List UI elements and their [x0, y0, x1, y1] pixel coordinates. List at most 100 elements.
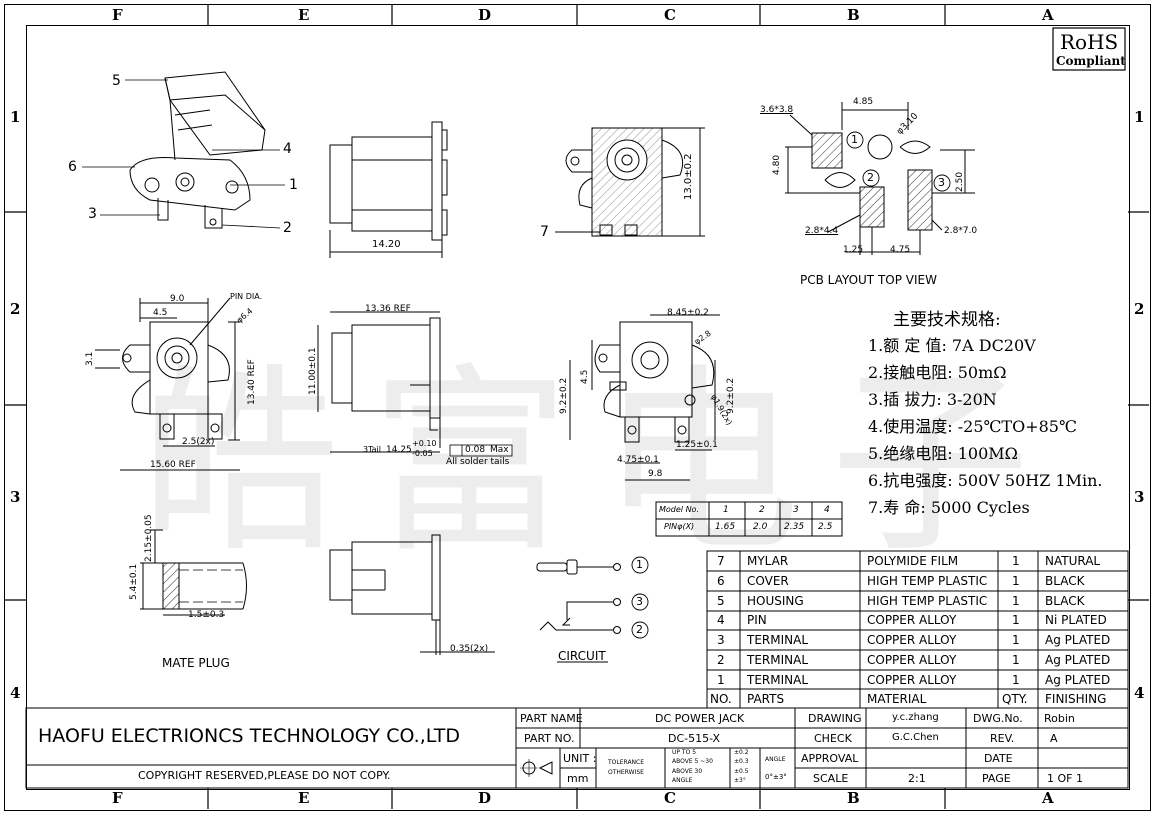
page-label: PAGE — [982, 772, 1011, 785]
zone-col-e: E — [298, 6, 310, 24]
pcb-dim-250: 2.50 — [955, 171, 965, 192]
side2-flatness: 0.08 — [465, 445, 486, 455]
side-view-1 — [329, 121, 448, 258]
zone-row-2: 2 — [10, 300, 21, 318]
zone-col-b: B — [847, 6, 860, 24]
unit-value: mm — [567, 772, 589, 785]
bom-material: COPPER ALLOY — [867, 673, 957, 687]
approval-label: APPROVAL — [801, 752, 859, 765]
bom-finish: Ni PLATED — [1045, 613, 1107, 627]
angle-value: 0°±3° — [765, 773, 787, 781]
top-dim-1340: 13.40 REF — [247, 359, 257, 405]
zone-row-1: 1 — [10, 108, 21, 126]
dwg-no-value: Robin — [1044, 712, 1075, 725]
bottom-dim-98: 9.8 — [648, 469, 663, 479]
rohs-box — [1052, 27, 1126, 71]
part-name-label: PART NAME — [520, 712, 583, 725]
bottom-view — [569, 314, 720, 481]
bom-material: COPPER ALLOY — [867, 633, 957, 647]
bom-qty: 1 — [1012, 554, 1020, 568]
pcb-layout — [785, 102, 975, 255]
rohs-compliant-label: Compliant — [1056, 54, 1126, 68]
side2-flatness-max: Max — [490, 445, 509, 455]
bom-part: HOUSING — [747, 594, 804, 608]
watermark: 皓富电子 — [140, 347, 1061, 580]
tolerance-label: TOLERANCE — [608, 759, 645, 766]
pin-table-header: 1 — [723, 505, 729, 515]
page-value: 1 OF 1 — [1047, 772, 1083, 785]
zone-col-b-bottom: B — [847, 789, 860, 807]
bom-no: 3 — [717, 633, 725, 647]
pcb-dim-480: 4.80 — [772, 154, 782, 175]
bom-part: TERMINAL — [747, 673, 809, 687]
bottom-dim-92b: 9.2±0.2 — [726, 377, 736, 414]
pin-table-header: Model No. — [659, 505, 699, 514]
zone-col-a: A — [1042, 6, 1054, 24]
tolerance-value: ±0.5 — [734, 768, 749, 775]
zone-row-4: 4 — [10, 684, 21, 702]
rohs-label: RoHS — [1060, 30, 1119, 54]
bottom-dim-45: 4.5 — [580, 369, 590, 384]
bom-header: MATERIAL — [867, 692, 927, 706]
bom-qty: 1 — [1012, 673, 1020, 687]
spec-heading: 主要技术规格: — [893, 310, 1001, 330]
bom-part: TERMINAL — [747, 653, 809, 667]
zone-row-3-right: 3 — [1134, 488, 1145, 506]
bom-no: 2 — [717, 653, 725, 667]
plug-dim-54: 5.4±0.1 — [129, 563, 139, 600]
part-name-value: DC POWER JACK — [655, 712, 745, 725]
zone-row-3: 3 — [10, 488, 21, 506]
zone-col-e-bottom: E — [298, 789, 310, 807]
pin-table-cell: 2.5 — [818, 522, 833, 532]
side3-dim-035: 0.35(2x) — [450, 644, 489, 654]
spec-item: 2.接触电阻: 50mΩ — [868, 363, 1007, 382]
bottom-dim-845: 8.45±0.2 — [667, 308, 709, 318]
drawing-value: y.c.zhang — [892, 712, 939, 723]
tolerance-value: ±0.3 — [734, 758, 749, 765]
bom-header: NO. — [710, 692, 732, 706]
side2-tail-length: 14.25 — [386, 445, 412, 455]
callout-5: 5 — [112, 73, 121, 89]
bom-header: PARTS — [747, 692, 785, 706]
company-name: HAOFU ELECTRIONCS TECHNOLOGY CO.,LTD — [38, 725, 460, 747]
pcb-pad-3: 3 — [938, 176, 945, 189]
bom-part: COVER — [747, 574, 789, 588]
mate-plug-title: MATE PLUG — [162, 656, 230, 670]
bottom-dim-475: 4.75±0.1 — [617, 455, 659, 465]
bom-no: 5 — [717, 594, 725, 608]
pin-table-header: 3 — [793, 505, 799, 515]
pcb-layout-title: PCB LAYOUT TOP VIEW — [800, 273, 937, 287]
pin-table-grid — [655, 501, 843, 537]
pin-table-header: 2 — [759, 505, 765, 515]
spec-item: 4.使用温度: -25℃TO+85℃ — [868, 417, 1077, 436]
side2-dim-1336: 13.36 REF — [365, 304, 411, 314]
zone-col-c: C — [664, 6, 676, 24]
callout-1: 1 — [289, 177, 298, 193]
tolerance-row: ABOVE 5 ~30 — [672, 758, 713, 765]
side-view-2 — [317, 311, 513, 457]
front-view — [555, 127, 705, 237]
tolerance-label-2: OTHERWISE — [608, 769, 644, 776]
callout-2: 2 — [283, 220, 292, 236]
scale-label: SCALE — [813, 772, 849, 785]
callout-7: 7 — [540, 224, 549, 240]
bom-material: COPPER ALLOY — [867, 613, 957, 627]
rev-label: REV. — [990, 732, 1015, 745]
zone-col-a-bottom: A — [1042, 789, 1054, 807]
mate-plug — [140, 529, 247, 616]
spec-item: 3.插 拔力: 3-20N — [868, 390, 997, 409]
bom-finish: BLACK — [1045, 594, 1085, 608]
bom-no: 4 — [717, 613, 725, 627]
side-view-3 — [329, 534, 495, 655]
tolerance-value: ±3° — [734, 777, 746, 784]
plug-dim-15: 1.5±0.3 — [188, 610, 225, 620]
part-no-value: DC-515-X — [668, 732, 721, 745]
tolerance-row: ANGLE — [672, 777, 693, 784]
pcb-dim-125: 1.25 — [843, 245, 864, 255]
date-label: DATE — [984, 752, 1013, 765]
top-pin-dia: PIN DIA. — [230, 292, 263, 301]
plug-dim-215: 2.15±0.05 — [144, 514, 154, 562]
top-dim-25: 2.5(2x) — [182, 437, 215, 447]
side2-note: All solder tails — [446, 457, 510, 467]
